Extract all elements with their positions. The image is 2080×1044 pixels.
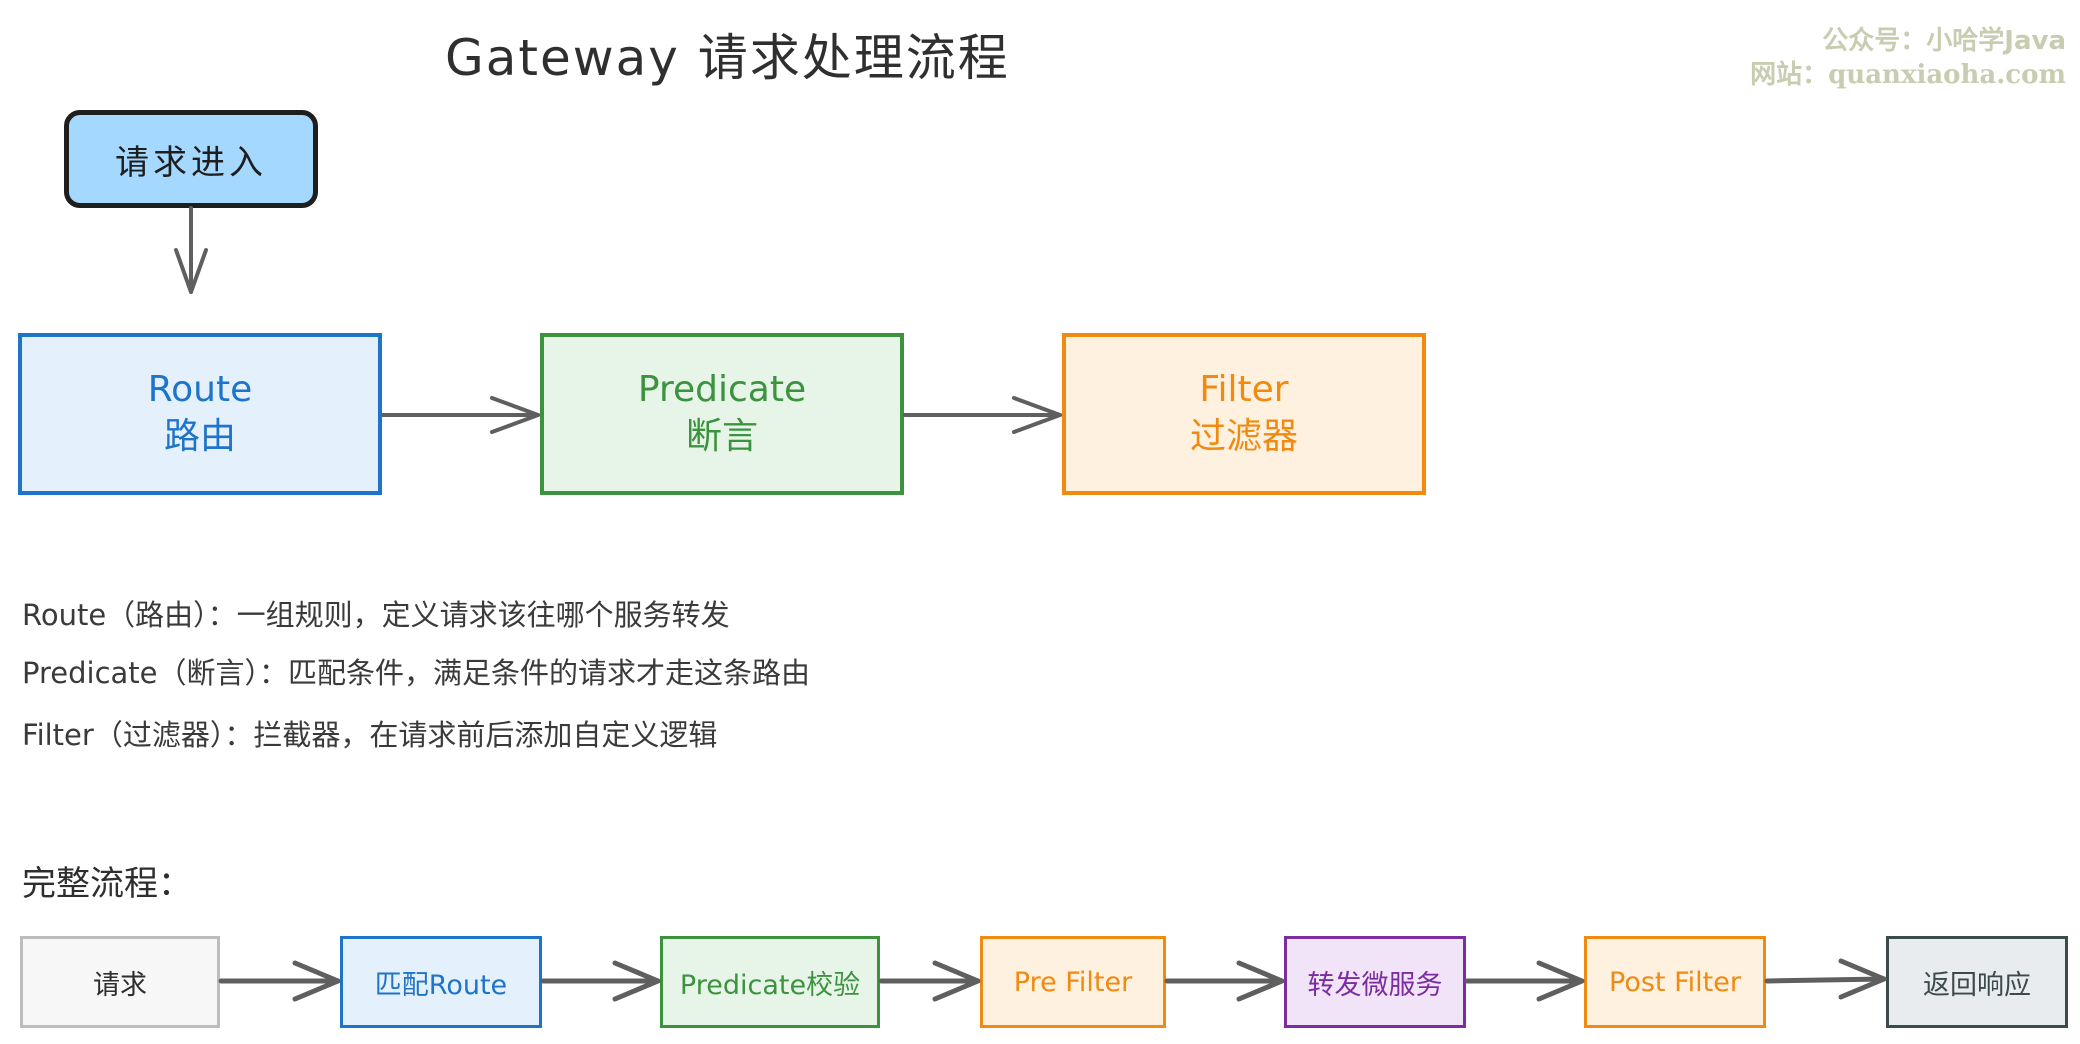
node-route: Route 路由 [18,333,382,495]
watermark-website: 网站：quanxiaoha.com [1750,60,2066,90]
flow-step-label: Post Filter [1609,966,1741,998]
arrow-flow-5 [1464,960,1585,1002]
arrow-predicate-to-filter [903,396,1062,434]
flow-step-label: Predicate校验 [679,969,861,1001]
flow-step-label: 转发微服务 [1307,969,1443,1001]
node-predicate: Predicate 断言 [540,333,904,495]
full-flow-heading: 完整流程： [22,864,192,904]
node-filter-zh: 过滤器 [1189,416,1298,457]
arrow-flow-1 [218,960,341,1002]
node-filter-en: Filter [1199,369,1289,411]
node-route-zh: 路由 [163,416,236,457]
flow-step-label: Pre Filter [1013,966,1133,998]
flow-step-return-response: 返回响应 [1886,936,2068,1028]
node-filter: Filter 过滤器 [1062,333,1426,495]
start-node-label: 请求进入 [115,142,267,183]
watermark-wechat: 公众号：小哈学Java [1822,26,2066,56]
flow-step-label: 返回响应 [1923,969,2031,1001]
node-route-en: Route [147,369,253,411]
arrow-flow-4 [1164,960,1285,1002]
flow-step-pre-filter: Pre Filter [980,936,1166,1028]
arrow-flow-3 [878,960,981,1002]
flow-step-forward-microservice: 转发微服务 [1284,936,1466,1028]
node-predicate-en: Predicate [637,369,807,411]
flow-step-predicate-check: Predicate校验 [660,936,880,1028]
arrow-start-to-route [174,206,208,294]
flow-step-match-route: 匹配Route [340,936,542,1028]
arrow-route-to-predicate [381,396,540,434]
arrow-flow-6 [1764,958,1887,1000]
description-predicate: Predicate（断言）：匹配条件，满足条件的请求才走这条路由 [22,656,810,690]
arrow-flow-2 [540,960,661,1002]
description-filter: Filter（过滤器）：拦截器，在请求前后添加自定义逻辑 [22,718,718,752]
description-route: Route（路由）：一组规则，定义请求该往哪个服务转发 [22,598,730,632]
flow-step-label: 请求 [93,969,147,1001]
flow-step-post-filter: Post Filter [1584,936,1766,1028]
node-predicate-zh: 断言 [685,416,758,457]
diagram-title: Gateway 请求处理流程 [445,29,1010,87]
flow-step-label: 匹配Route [374,969,508,1001]
flow-step-request: 请求 [20,936,220,1028]
start-node-request-in: 请求进入 [64,110,318,208]
